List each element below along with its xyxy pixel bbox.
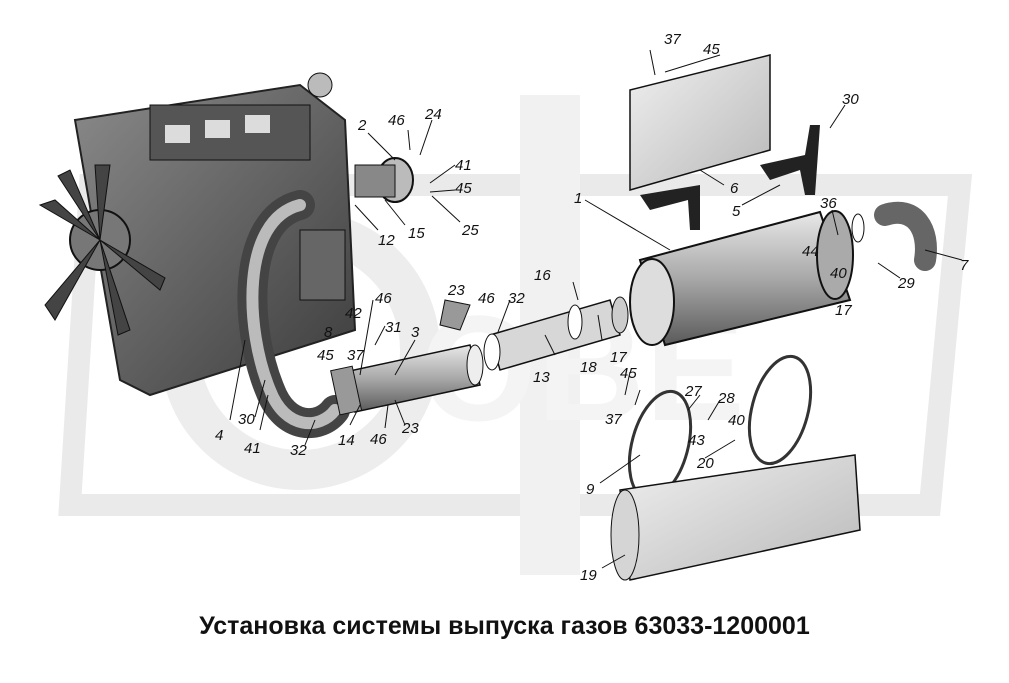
callout-18: 18 (580, 359, 597, 376)
callout-4: 4 (215, 427, 223, 444)
callout-16: 16 (534, 267, 551, 284)
leader-lines (229, 49, 963, 569)
callout-19: 19 (580, 567, 597, 584)
callout-3: 3 (411, 324, 420, 341)
flexible-pipe (483, 296, 629, 371)
callout-13: 13 (533, 369, 550, 386)
callout-6: 6 (730, 180, 739, 197)
diagram-caption: Установка системы выпуска газов 63033-12… (199, 612, 810, 640)
callout-42: 42 (345, 305, 362, 322)
callout-45: 45 (703, 41, 720, 58)
callout-32: 32 (290, 442, 307, 459)
callout-labels: 37 45 30 2 46 24 41 45 25 12 15 1 6 5 36… (215, 31, 969, 584)
callout-5: 5 (732, 203, 741, 220)
heat-shield-top (629, 54, 771, 191)
callout-31: 31 (385, 319, 402, 336)
engine (73, 72, 357, 397)
callout-17: 17 (835, 302, 852, 319)
callout-37: 37 (605, 411, 622, 428)
callout-41: 41 (244, 440, 261, 457)
callout-30: 30 (238, 411, 255, 428)
callout-14: 14 (338, 432, 355, 449)
gasket (439, 299, 471, 331)
callout-23: 23 (401, 420, 419, 437)
callout-44: 44 (802, 243, 819, 260)
callout-7: 7 (960, 257, 969, 274)
callout-29: 29 (897, 275, 915, 292)
callout-46: 46 (375, 290, 392, 307)
callout-40: 40 (728, 412, 745, 429)
callout-41: 41 (455, 157, 472, 174)
callout-37: 37 (664, 31, 681, 48)
callout-20: 20 (696, 455, 714, 472)
callout-9: 9 (586, 481, 595, 498)
bracket-6 (640, 185, 700, 230)
callout-23: 23 (447, 282, 465, 299)
engine-fan (38, 164, 166, 336)
callout-27: 27 (684, 383, 702, 400)
callout-2: 2 (357, 117, 367, 134)
callout-1: 1 (574, 190, 582, 207)
callout-45: 45 (455, 180, 472, 197)
turbo-flange (354, 157, 414, 203)
muffler-cover (610, 454, 861, 581)
exhaust-diagram: ОВЕ (38, 31, 973, 584)
callout-45: 45 (317, 347, 334, 364)
callout-40: 40 (830, 265, 847, 282)
callout-32: 32 (508, 290, 525, 307)
muffler (629, 210, 865, 347)
tail-pipe (874, 201, 937, 271)
callout-43: 43 (688, 432, 705, 449)
callout-12: 12 (378, 232, 395, 249)
callout-15: 15 (408, 225, 425, 242)
front-pipe (330, 344, 484, 416)
callout-25: 25 (461, 222, 479, 239)
callout-37: 37 (347, 347, 364, 364)
callout-36: 36 (820, 195, 837, 212)
callout-30: 30 (842, 91, 859, 108)
callout-46: 46 (388, 112, 405, 129)
callout-28: 28 (717, 390, 735, 407)
bracket-5 (760, 125, 820, 195)
callout-17: 17 (610, 349, 627, 366)
callout-24: 24 (424, 106, 442, 123)
callout-46: 46 (370, 431, 387, 448)
callout-8: 8 (324, 324, 333, 341)
callout-45: 45 (620, 365, 637, 382)
callout-46: 46 (478, 290, 495, 307)
